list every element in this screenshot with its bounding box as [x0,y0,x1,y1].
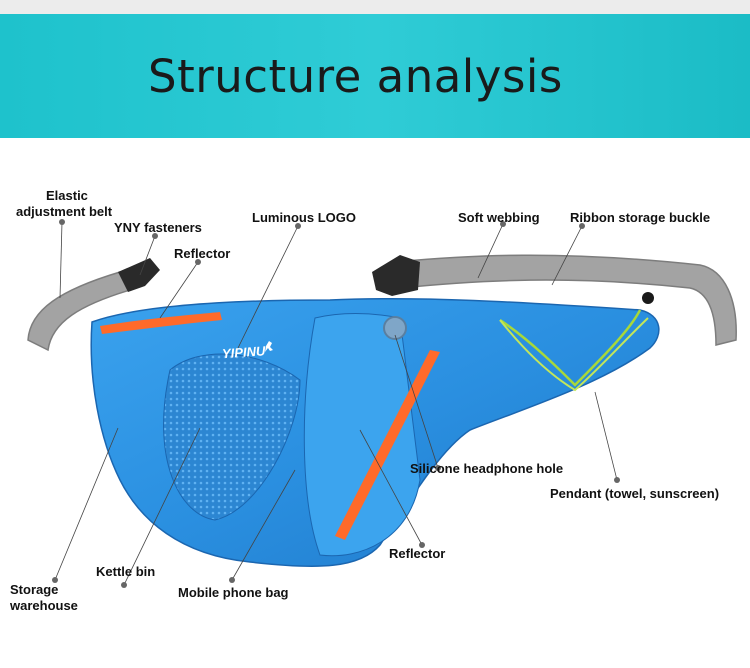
title-banner: Structure analysis [0,14,750,138]
label-elastic-adjustment-belt-2: adjustment belt [16,204,112,220]
label-ribbon-storage-buckle: Ribbon storage buckle [570,210,711,225]
label-yny-fasteners: YNY fasteners [114,220,202,235]
label-soft-webbing: Soft webbing [458,210,540,225]
elastic-cord [499,309,642,387]
label-elastic-line1: Elastic [46,188,88,203]
label-mobile-phone-bag: Mobile phone bag [178,585,289,600]
label-storage-warehouse: Storage warehouse [10,582,78,614]
elastic-cord-2 [499,317,649,392]
label-silicone-headphone-hole: Silicone headphone hole [410,461,564,476]
cord-stopper [642,292,654,304]
headphone-hole [383,316,407,340]
label-storage-line1: Storage [10,582,59,597]
luminous-logo-text: YIPINU [222,343,267,361]
left-buckle [118,258,160,292]
label-elastic-adjustment-belt: Elastic [46,188,88,204]
label-pendant: Pendant (towel, sunscreen) [550,486,720,501]
label-kettle-bin: Kettle bin [96,564,156,579]
right-buckle [372,255,420,296]
side-zipper-reflector [335,350,440,540]
right-strap [394,254,737,346]
runner-icon [265,341,273,352]
page-title: Structure analysis [148,50,563,103]
mesh-pocket [163,353,301,521]
top-zipper-reflector [100,312,222,334]
label-storage-line2: warehouse [10,598,78,613]
label-reflector-bottom: Reflector [389,546,446,561]
top-strip [0,0,750,14]
label-reflector-top: Reflector [174,246,231,261]
label-elastic-line2: adjustment belt [16,204,113,219]
label-luminous-logo: Luminous LOGO [252,210,356,225]
